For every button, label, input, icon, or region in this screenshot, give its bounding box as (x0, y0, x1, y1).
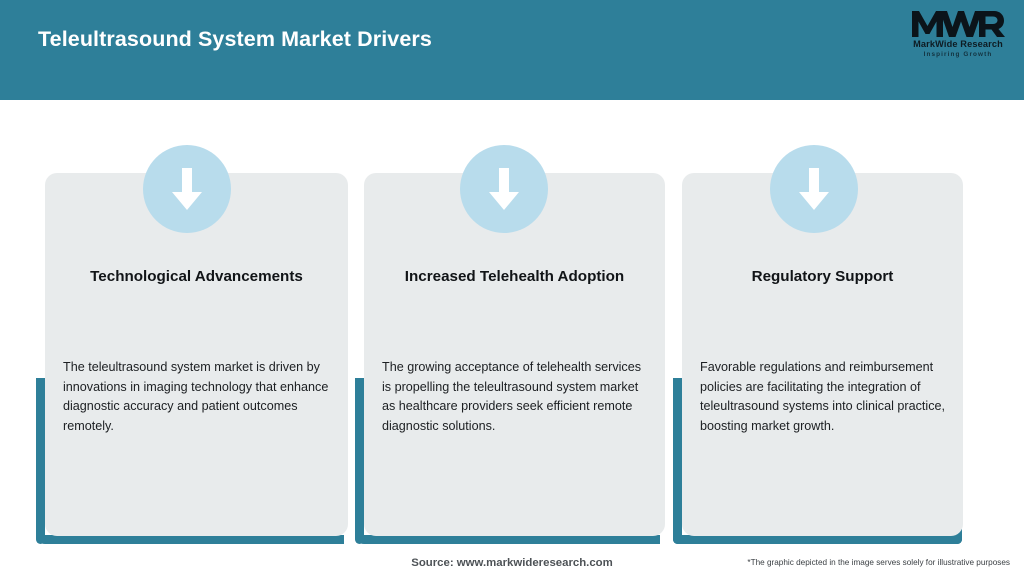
logo-company-name: MarkWide Research (913, 39, 1003, 49)
header-band: Teleultrasound System Market Drivers Mar… (0, 0, 1024, 100)
driver-card-2[interactable]: Increased Telehealth Adoption The growin… (355, 145, 665, 545)
card-title: Regulatory Support (751, 268, 894, 285)
mwr-logo-icon (912, 11, 1005, 37)
down-arrow-icon (770, 145, 858, 233)
down-arrow-glyph (489, 168, 519, 210)
accent-bar-bottom (355, 535, 660, 544)
card-body: Favorable regulations and reimbursement … (700, 360, 945, 433)
accent-bar-left (36, 378, 45, 544)
brand-logo: MarkWide Research Inspiring Growth (906, 9, 1010, 65)
accent-bar-left (355, 378, 364, 544)
card-title: Increased Telehealth Adoption (404, 268, 625, 285)
accent-bar-bottom (673, 535, 962, 544)
page-title: Teleultrasound System Market Drivers (38, 27, 432, 51)
driver-card-3[interactable]: Regulatory Support Favorable regulations… (673, 145, 973, 545)
driver-card-1[interactable]: Technological Advancements The teleultra… (36, 145, 348, 545)
disclaimer-note: *The graphic depicted in the image serve… (747, 558, 1010, 567)
down-arrow-glyph (172, 168, 202, 210)
card-body: The teleultrasound system market is driv… (63, 360, 329, 433)
accent-bar-left (673, 378, 682, 544)
accent-bar-bottom (36, 535, 344, 544)
card-panel: Regulatory Support Favorable regulations… (682, 173, 963, 536)
card-panel: Technological Advancements The teleultra… (45, 173, 348, 536)
down-arrow-glyph (799, 168, 829, 210)
card-panel: Increased Telehealth Adoption The growin… (364, 173, 665, 536)
card-title: Technological Advancements (90, 268, 303, 285)
source-label: Source: www.markwideresearch.com (411, 557, 613, 569)
down-arrow-icon (143, 145, 231, 233)
down-arrow-icon (460, 145, 548, 233)
card-body: The growing acceptance of telehealth ser… (382, 360, 642, 433)
logo-tagline: Inspiring Growth (923, 51, 993, 58)
